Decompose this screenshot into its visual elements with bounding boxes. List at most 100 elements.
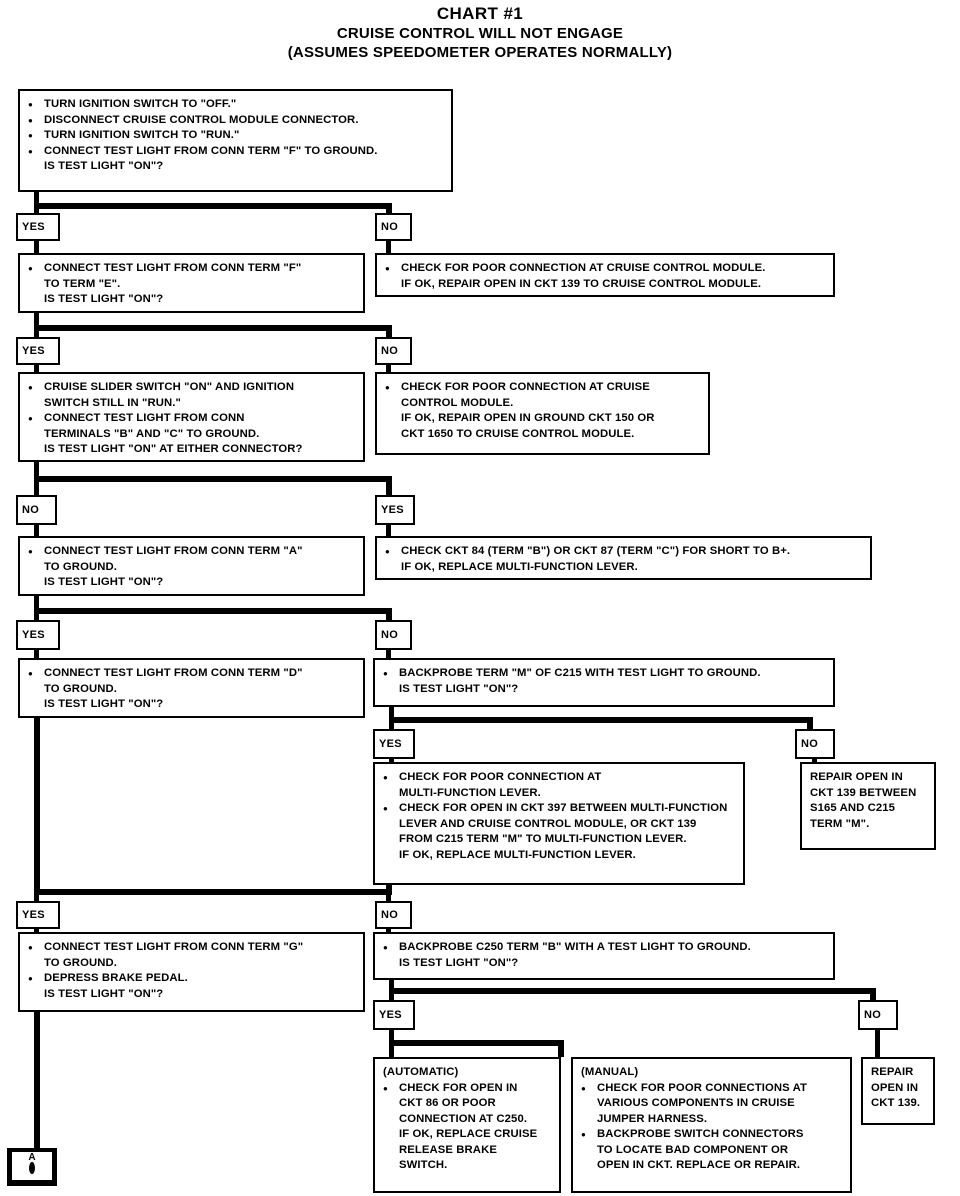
chart-subtitle: CRUISE CONTROL WILL NOT ENGAGE [336,25,624,42]
connector-triangle-inner [12,1152,52,1180]
line-step7no-to-no [870,988,876,1002]
line-yes7-down [34,929,39,934]
label-no-step3: NO [16,495,57,525]
node-step6-no-text: REPAIR OPEN IN CKT 139 BETWEEN S165 AND … [810,771,917,830]
label-no-step2: NO [375,337,412,365]
line-no3-down [34,525,39,536]
node-manual-item-1: BACKPROBE SWITCH CONNECTORS TO LOCATE BA… [581,1126,842,1174]
label-no-step6: NO [795,729,835,759]
node-step1-item-0: TURN IGNITION SWITCH TO "OFF." [28,96,443,112]
line-step4-stub [34,596,39,610]
line-step7no-bus [389,988,876,994]
chart-title-block: CHART #1 CRUISE CONTROL WILL NOT ENGAGE … [0,4,960,62]
node-step2-no-item-0: CHECK FOR POOR CONNECTION AT CRUISE CONT… [385,379,700,442]
node-step7: CONNECT TEST LIGHT FROM CONN TERM "G" TO… [18,932,365,1012]
line-step7no-to-yes [389,988,394,1002]
line-yes6-down [389,759,394,763]
node-step2-no: CHECK FOR POOR CONNECTION AT CRUISE CONT… [375,372,710,455]
label-no-step4: NO [375,620,412,650]
label-yes-step2: YES [16,337,60,365]
node-step1-item-2: TURN IGNITION SWITCH TO "RUN." [28,127,443,143]
node-step3-item-0: CRUISE SLIDER SWITCH "ON" AND IGNITION S… [28,379,355,411]
label-yes-step3: YES [375,495,415,525]
line-step5no-to-yes [389,717,394,731]
node-step3-yes-item-0: CHECK CKT 84 (TERM "B") OR CKT 87 (TERM … [385,543,862,575]
line-no4-down [386,650,391,658]
line-step3-bus [34,476,392,482]
node-manual-item-0: CHECK FOR POOR CONNECTIONS AT VARIOUS CO… [581,1080,842,1128]
line-yes8-bus [389,1040,564,1046]
line-step4-to-yes [34,608,39,622]
node-step5-no: BACKPROBE TERM "M" OF C215 WITH TEST LIG… [373,658,835,707]
node-step7-no: BACKPROBE C250 TERM "B" WITH A TEST LIGH… [373,932,835,980]
node-step2-item-0: CONNECT TEST LIGHT FROM CONN TERM "F" TO… [28,260,355,308]
line-yes2-down [34,365,39,374]
line-yes3-down [386,525,391,536]
line-step5no-stub [389,707,394,719]
node-step5-item-0: CONNECT TEST LIGHT FROM CONN TERM "D" TO… [28,665,355,713]
node-step7-item-1: DEPRESS BRAKE PEDAL. IS TEST LIGHT "ON"? [28,970,355,1002]
node-step3-item-1: CONNECT TEST LIGHT FROM CONN TERMINALS "… [28,410,355,458]
node-manual: (MANUAL) CHECK FOR POOR CONNECTIONS AT V… [571,1057,852,1193]
node-manual-heading: (MANUAL) [581,1066,639,1078]
node-automatic-heading: (AUTOMATIC) [383,1066,459,1078]
node-step8-no-text: REPAIR OPEN IN CKT 139. [871,1066,921,1109]
connector-a-label: A [28,1152,36,1163]
connector-dot-icon [29,1162,35,1174]
node-step6-yes-item-0: CHECK FOR POOR CONNECTION AT MULTI-FUNCT… [383,769,735,801]
node-step3: CRUISE SLIDER SWITCH "ON" AND IGNITION S… [18,372,365,462]
node-step3-yes: CHECK CKT 84 (TERM "B") OR CKT 87 (TERM … [375,536,872,580]
chart-assumption: (ASSUMES SPEEDOMETER OPERATES NORMALLY) [287,44,673,61]
node-step1-item-1: DISCONNECT CRUISE CONTROL MODULE CONNECT… [28,112,443,128]
line-yes8-down [389,1030,394,1042]
line-step5-long-down [34,718,40,895]
node-step7-item-0: CONNECT TEST LIGHT FROM CONN TERM "G" TO… [28,939,355,971]
line-yes1-down [34,241,39,253]
node-step1: TURN IGNITION SWITCH TO "OFF." DISCONNEC… [18,89,453,192]
label-yes-step6: YES [373,729,415,759]
node-automatic: (AUTOMATIC) CHECK FOR OPEN IN CKT 86 OR … [373,1057,561,1193]
node-step5: CONNECT TEST LIGHT FROM CONN TERM "D" TO… [18,658,365,718]
line-step2-to-no [386,325,392,339]
label-yes-step8: YES [373,1000,415,1030]
connector-a: A [7,1148,57,1186]
line-step4-bus [34,608,392,614]
line-step1-to-yes [34,203,39,215]
line-yes8-to-auto [389,1040,394,1057]
line-step2-to-yes [34,325,39,339]
label-yes-step4: YES [16,620,60,650]
node-step7-no-item-0: BACKPROBE C250 TERM "B" WITH A TEST LIGH… [383,939,825,971]
label-yes-step1: YES [16,213,60,241]
node-step2: CONNECT TEST LIGHT FROM CONN TERM "F" TO… [18,253,365,313]
node-automatic-item-0: CHECK FOR OPEN IN CKT 86 OR POOR CONNECT… [383,1080,551,1174]
label-no-step7: NO [375,901,412,929]
node-step1-item-3: CONNECT TEST LIGHT FROM CONN TERM "F" TO… [28,143,443,175]
line-step1-bus [34,203,392,209]
node-step1-no-item-0: CHECK FOR POOR CONNECTION AT CRUISE CONT… [385,260,825,292]
node-step5-no-item-0: BACKPROBE TERM "M" OF C215 WITH TEST LIG… [383,665,825,697]
node-step1-no: CHECK FOR POOR CONNECTION AT CRUISE CONT… [375,253,835,297]
node-step6-no: REPAIR OPEN IN CKT 139 BETWEEN S165 AND … [800,762,936,850]
line-merge-bus [34,889,392,895]
line-merge-left-down [34,889,39,903]
line-step2-bus [34,325,392,331]
line-step5no-bus [389,717,813,723]
line-no1-down [386,241,391,253]
node-step6-yes-item-1: CHECK FOR OPEN IN CKT 397 BETWEEN MULTI-… [383,800,735,863]
line-step7no-stub [389,980,394,992]
node-step4-item-0: CONNECT TEST LIGHT FROM CONN TERM "A" TO… [28,543,355,591]
line-no8-down [875,1030,880,1057]
node-step8-no: REPAIR OPEN IN CKT 139. [861,1057,935,1125]
page-title: CHART #1 [436,4,524,23]
line-yes4-down [34,650,39,658]
line-step1-to-no [386,203,392,215]
line-merge-right-down [386,889,391,903]
line-step7-down-to-connector [34,1012,40,1152]
line-step5no-to-no [807,717,813,731]
label-yes-step7: YES [16,901,60,929]
line-step3-stub [34,462,39,478]
node-step6-yes: CHECK FOR POOR CONNECTION AT MULTI-FUNCT… [373,762,745,885]
label-no-step8: NO [858,1000,898,1030]
line-no6-down [812,759,817,763]
